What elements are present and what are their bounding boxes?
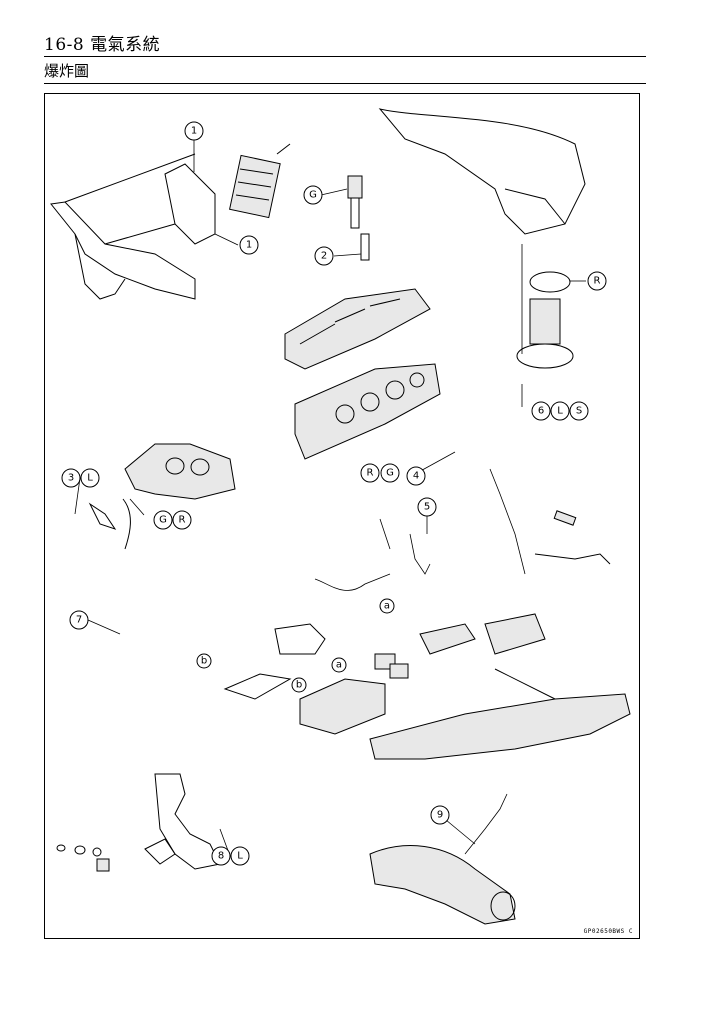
callout-8: 8	[211, 846, 231, 866]
fuel-tank	[378, 108, 586, 235]
svg-text:4: 4	[413, 471, 419, 482]
battery-box	[223, 623, 386, 735]
callout-1a: 1	[184, 121, 204, 141]
svg-text:L: L	[237, 851, 243, 862]
callout-r-top: R	[587, 271, 607, 291]
svg-text:1: 1	[246, 240, 252, 251]
rear-undertray	[369, 613, 631, 760]
callout-9: 9	[430, 805, 450, 825]
callout-6-l: L	[550, 401, 570, 421]
oxygen-sensor-exhaust	[369, 793, 516, 925]
callout-gr-g: G	[153, 510, 173, 530]
svg-text:3: 3	[68, 473, 74, 484]
header-rule-top	[44, 56, 646, 57]
svg-text:S: S	[576, 406, 582, 417]
svg-text:G: G	[159, 515, 167, 526]
svg-text:G: G	[386, 468, 394, 479]
callout-6-s: S	[569, 401, 589, 421]
svg-text:R: R	[179, 515, 186, 526]
front-cowl-bracket	[50, 153, 216, 300]
svg-text:R: R	[367, 468, 374, 479]
callout-5: 5	[417, 497, 437, 517]
svg-text:L: L	[87, 473, 93, 484]
callout-rg-r: R	[360, 463, 380, 483]
fuel-pump	[516, 244, 574, 369]
side-stand-switch	[489, 468, 611, 575]
svg-text:b: b	[201, 656, 207, 667]
callout-b2: b	[291, 677, 307, 693]
svg-text:7: 7	[76, 615, 82, 626]
wiring-harness	[314, 518, 431, 679]
ignition-coil	[347, 175, 370, 261]
drawing-code: GP02650BWS C	[583, 928, 633, 935]
callout-rg-g: G	[380, 463, 400, 483]
svg-text:b: b	[296, 680, 302, 691]
section-title: 爆炸圖	[44, 62, 90, 80]
svg-text:8: 8	[218, 851, 224, 862]
callout-2: 2	[314, 246, 334, 266]
svg-text:9: 9	[437, 810, 443, 821]
cylinder-head-cover	[284, 288, 441, 460]
header-rule-bottom	[44, 83, 646, 84]
page-title: 16-8 電氣系統	[44, 35, 161, 55]
diagram-drawing: 1 1 G 2 R 6 L S R G 4 3 L G R 5 7 8 L 9 …	[50, 108, 631, 925]
callout-gr-r: R	[172, 510, 192, 530]
callout-a2: a	[331, 657, 347, 673]
callout-1b: 1	[239, 235, 259, 255]
svg-text:L: L	[557, 406, 563, 417]
callout-7: 7	[69, 610, 89, 630]
throttle-body	[88, 443, 236, 550]
rear-master-cylinder-bracket	[56, 773, 221, 872]
callout-3: 3	[61, 468, 81, 488]
svg-text:1: 1	[191, 126, 197, 137]
callout-6: 6	[531, 401, 551, 421]
svg-text:R: R	[594, 276, 601, 287]
callout-a1: a	[379, 598, 395, 614]
callout-4: 4	[406, 466, 426, 486]
svg-text:2: 2	[321, 251, 327, 262]
callout-b1: b	[196, 653, 212, 669]
callout-8-l: L	[230, 846, 250, 866]
svg-text:5: 5	[424, 502, 430, 513]
exploded-view-diagram: 1 1 G 2 R 6 L S R G 4 3 L G R 5 7 8 L 9 …	[44, 93, 640, 939]
svg-text:6: 6	[538, 406, 544, 417]
svg-text:a: a	[384, 601, 390, 612]
callout-g-top: G	[303, 185, 323, 205]
svg-text:a: a	[336, 660, 342, 671]
callout-3-l: L	[80, 468, 100, 488]
ecu-module	[229, 143, 291, 219]
svg-text:G: G	[309, 190, 317, 201]
